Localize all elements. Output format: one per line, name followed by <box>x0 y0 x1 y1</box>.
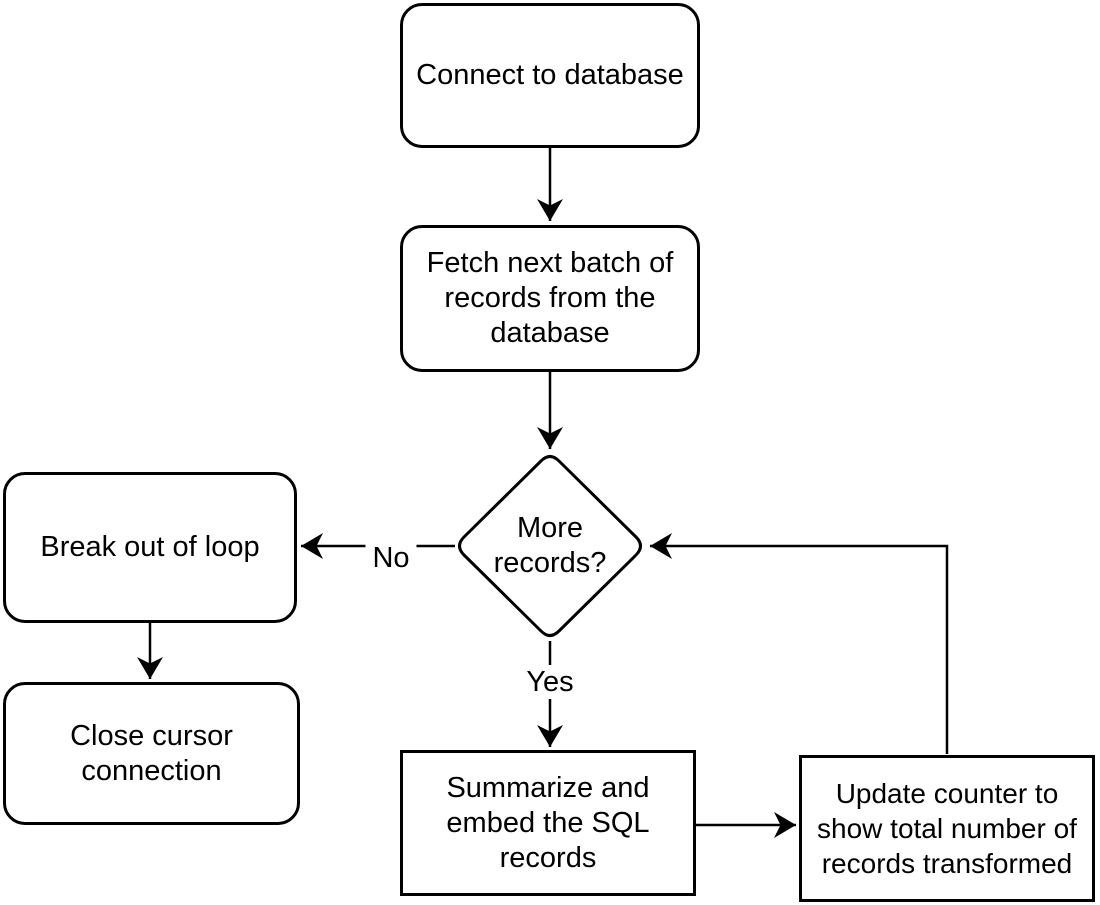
node-summarize-and-embed: Summarize and embed the SQL records <box>400 750 696 896</box>
edge-label-yes: Yes <box>519 665 581 699</box>
node-more-records-decision: More records? <box>493 512 607 579</box>
node-break-out-of-loop: Break out of loop <box>3 472 297 623</box>
edge-label-no: No <box>365 541 417 575</box>
edge-update-to-decision-loop <box>650 533 949 754</box>
node-update-counter: Update counter to show total number of r… <box>799 755 1095 902</box>
decision-diamond-shape <box>458 455 642 637</box>
node-connect-to-database: Connect to database <box>400 3 700 148</box>
node-close-cursor-connection: Close cursor connection <box>3 682 300 825</box>
node-fetch-next-batch: Fetch next batch of records from the dat… <box>400 225 700 372</box>
